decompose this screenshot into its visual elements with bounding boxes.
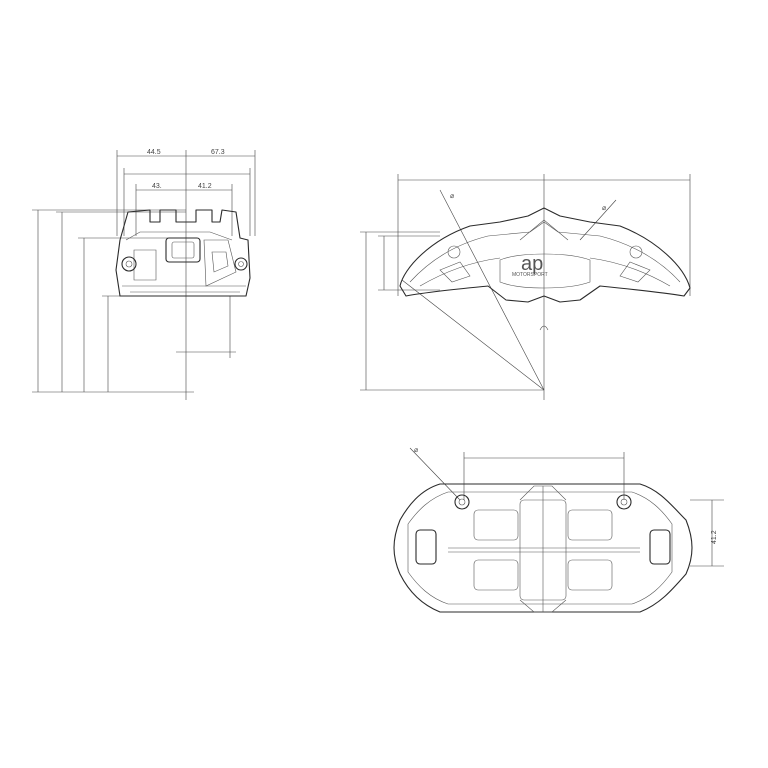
side-left-dimensions <box>32 209 236 393</box>
top-view: ⌀ 41.2 <box>393 447 724 613</box>
side-dim-mid-left: 43. <box>152 183 162 190</box>
front-dimensions <box>360 174 691 400</box>
front-caliper-body <box>399 207 691 303</box>
front-brand-subtitle: MOTORSPORT <box>512 272 548 278</box>
side-caliper-body <box>115 209 251 297</box>
side-view: 44.5 67.3 43. 41.2 <box>32 149 256 400</box>
side-top-dimensions <box>116 150 256 400</box>
front-diameter-symbol-1: ⌀ <box>450 193 454 200</box>
top-dim-right: 41.2 <box>711 530 718 544</box>
top-diameter-symbol: ⌀ <box>414 447 418 454</box>
front-diameter-symbol-2: ⌀ <box>602 205 606 212</box>
side-dim-mid-right: 41.2 <box>198 183 212 190</box>
front-brand-logo: ap <box>521 253 543 275</box>
side-dim-top-right: 67.3 <box>211 149 225 156</box>
front-view: ⌀ ⌀ ap MOTORSPORT <box>360 174 691 400</box>
top-caliper-body <box>393 483 693 613</box>
side-dim-top-left: 44.5 <box>147 149 161 156</box>
